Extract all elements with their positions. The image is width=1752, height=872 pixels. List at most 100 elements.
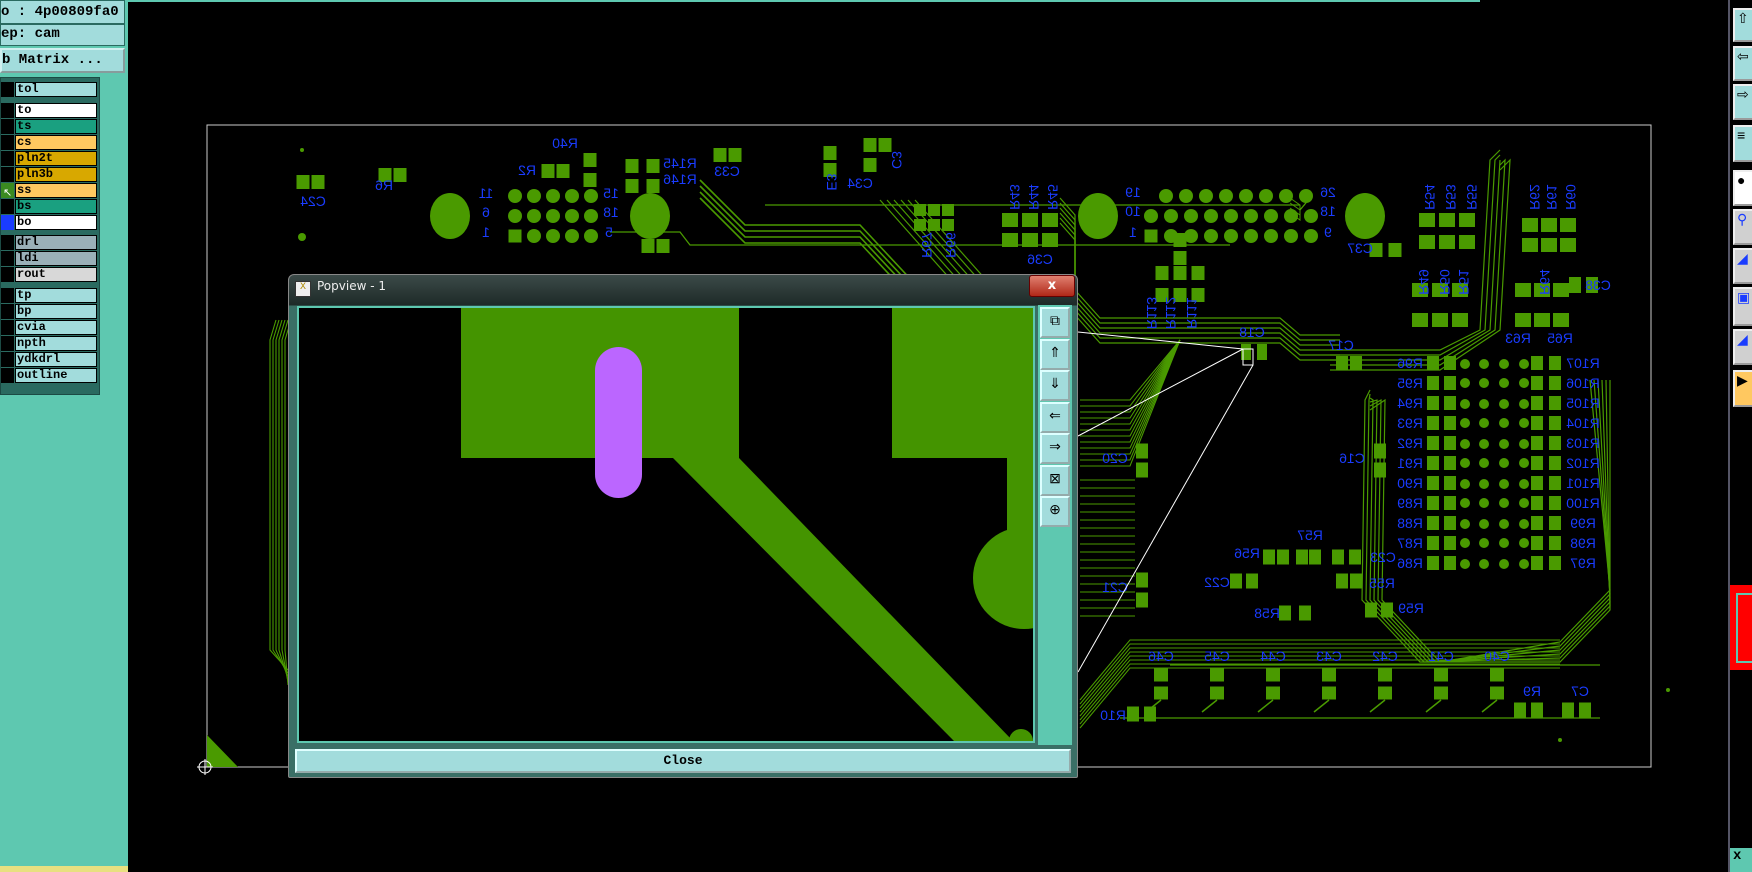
silkscreen-label: R107	[1566, 355, 1600, 371]
via-pad	[508, 209, 522, 223]
smd-pad	[1452, 283, 1468, 297]
smd-pad	[1553, 283, 1569, 297]
toolbar-button[interactable]: ▣	[1733, 287, 1752, 326]
layer-indicator[interactable]	[1, 352, 14, 367]
layer-indicator[interactable]	[1, 288, 14, 303]
layer-row-drl[interactable]: drl	[15, 235, 97, 250]
layer-indicator[interactable]	[1, 119, 14, 134]
popview-window: X Popview - 1 x ⧉⇑⇓⇐⇒⊠⊕ Close	[288, 274, 1078, 778]
layer-indicator[interactable]	[1, 320, 14, 335]
smd-pad	[1173, 251, 1187, 265]
toolbar-button[interactable]: ⇦	[1733, 46, 1752, 81]
popview-tool-button[interactable]: ⊠	[1040, 464, 1070, 496]
smd-pad	[311, 175, 325, 189]
smd-pad	[823, 146, 837, 160]
smd-pad	[1427, 376, 1439, 390]
popview-tool-button[interactable]: ⇒	[1040, 433, 1070, 464]
layer-indicator[interactable]: ↖	[1, 183, 14, 200]
popview-title: Popview - 1	[317, 279, 386, 293]
smd-pad	[1490, 668, 1504, 682]
layer-row-to[interactable]: to	[15, 103, 97, 118]
silkscreen-label: R98	[1570, 535, 1596, 551]
layer-row-ts[interactable]: ts	[15, 119, 97, 134]
toolbar-button[interactable]: ⇨	[1733, 84, 1752, 120]
smd-pad	[1531, 516, 1543, 530]
layer-row-cs[interactable]: cs	[15, 135, 97, 150]
via-pad	[1519, 479, 1529, 489]
trace	[1059, 217, 1340, 356]
popview-canvas[interactable]	[297, 306, 1075, 753]
layer-indicator[interactable]	[1, 103, 14, 118]
layer-row-ldi[interactable]: ldi	[15, 251, 97, 266]
silkscreen-label: C46	[1148, 648, 1174, 664]
smd-pad	[1490, 686, 1504, 700]
layer-indicator[interactable]	[1, 251, 14, 266]
toolbar-button[interactable]: ⇧	[1733, 8, 1752, 42]
overview-viewport[interactable]	[1730, 585, 1752, 670]
layer-indicator[interactable]	[1, 167, 14, 182]
layer-row-bp[interactable]: bp	[15, 304, 97, 319]
silkscreen-label: R97	[1570, 555, 1596, 571]
layer-indicator[interactable]	[1, 82, 14, 97]
popview-tool-button[interactable]: ⊕	[1040, 496, 1070, 527]
popview-tool-button[interactable]: ⧉	[1040, 307, 1070, 338]
layer-indicator[interactable]	[1, 135, 14, 150]
layer-row-pln3b[interactable]: pln3b	[15, 167, 97, 182]
smd-pad	[508, 229, 522, 243]
smd-pad	[1350, 573, 1362, 589]
layer-indicator[interactable]	[1, 215, 14, 230]
layer-indicator[interactable]	[1, 267, 14, 282]
popview-tool-button[interactable]: ⇓	[1040, 370, 1070, 401]
layer-row-rout[interactable]: rout	[15, 267, 97, 282]
smd-pad	[1210, 668, 1224, 682]
via-pad	[1519, 538, 1529, 548]
toolbar-button[interactable]: ≡	[1733, 125, 1752, 162]
layer-indicator[interactable]	[1, 336, 14, 351]
smd-pad	[1154, 668, 1168, 682]
popview-tool-button[interactable]: ⇑	[1040, 338, 1070, 370]
layer-indicator[interactable]	[1, 151, 14, 166]
layer-row-bo[interactable]: bo	[15, 215, 97, 230]
toolbar-button[interactable]: ▶	[1733, 370, 1752, 407]
smd-pad	[1427, 436, 1439, 450]
silkscreen-label: 9	[1324, 224, 1332, 240]
close-button[interactable]: Close	[295, 749, 1071, 773]
silkscreen-label: R67	[919, 232, 935, 258]
via-pad	[1519, 559, 1529, 569]
toolbar-button[interactable]: ◢	[1733, 329, 1752, 365]
coordinates-toggle[interactable]: x	[1730, 848, 1752, 872]
trace	[1369, 379, 1611, 663]
layer-row-pln2t[interactable]: pln2t	[15, 151, 97, 166]
layer-indicator[interactable]	[1, 368, 14, 383]
smd-pad	[625, 159, 639, 173]
silkscreen-label: R91	[1397, 455, 1423, 471]
smd-pad	[1427, 556, 1439, 570]
layer-indicator[interactable]	[1, 199, 14, 214]
layer-row-bs[interactable]: bs	[15, 199, 97, 214]
toolbar-button[interactable]: ⚲	[1733, 209, 1752, 245]
window-close-button[interactable]: x	[1029, 275, 1075, 297]
via-pad	[1279, 189, 1293, 203]
layer-indicator[interactable]	[1, 235, 14, 250]
toolbar-button[interactable]: ●	[1733, 170, 1752, 206]
layer-row-npth[interactable]: npth	[15, 336, 97, 351]
silkscreen-label: C24	[300, 193, 326, 209]
pan-down-icon: ⇓	[1049, 377, 1061, 393]
layer-row-ydkdrl[interactable]: ydkdrl	[15, 352, 97, 367]
layer-row-cvia[interactable]: cvia	[15, 320, 97, 335]
trace	[1059, 212, 1340, 351]
trace	[278, 319, 289, 680]
layer-indicator[interactable]	[1, 304, 14, 319]
layer-row-outline[interactable]: outline	[15, 368, 97, 383]
layer-row-tol[interactable]: tol	[15, 82, 97, 97]
layer-row-ss[interactable]: ss	[15, 183, 97, 198]
toolbar-button[interactable]: ◢	[1733, 248, 1752, 284]
pan-right-icon: ⇨	[1737, 88, 1749, 104]
silkscreen-label: C38	[1585, 277, 1611, 293]
matrix-button[interactable]: b Matrix ...	[0, 48, 125, 73]
layer-row-tp[interactable]: tp	[15, 288, 97, 303]
mounting-hole	[1078, 193, 1118, 239]
popview-tool-button[interactable]: ⇐	[1040, 401, 1070, 433]
silkscreen-label: C17	[1328, 337, 1354, 353]
